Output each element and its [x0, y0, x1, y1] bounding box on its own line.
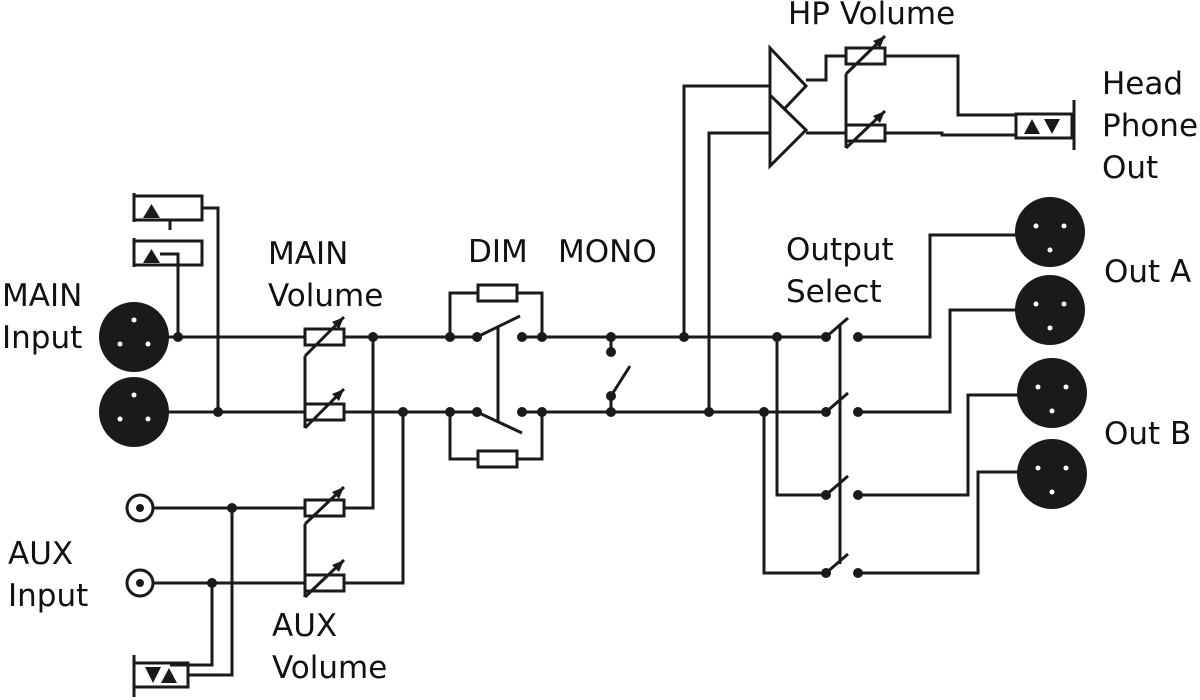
- main-input-jack-socket-1: [132, 193, 204, 230]
- junction-dot: [368, 332, 378, 342]
- aux-input-jack-socket: [132, 655, 190, 697]
- hp-feed-l: [682, 84, 770, 337]
- aux-volume-label-line2: Volume: [272, 650, 387, 686]
- main-input-label-line1: MAIN: [2, 278, 82, 314]
- junction-dot: [207, 578, 217, 588]
- junction-dot: [821, 332, 831, 342]
- aux-l-sum: [344, 337, 375, 510]
- aux-jack-wire-1: [188, 508, 234, 677]
- out-a-r-wire: [858, 308, 1018, 414]
- main-volume-label-line1: MAIN: [268, 236, 348, 272]
- mono-label: MONO: [558, 234, 657, 270]
- junction-dot: [537, 407, 547, 417]
- hp-out-r-wire: [885, 131, 1016, 137]
- junction-dot: [606, 391, 616, 401]
- hp-volume-label: HP Volume: [788, 0, 955, 32]
- main-volume-pot-l: [303, 315, 346, 358]
- out-b-label: Out B: [1104, 416, 1191, 452]
- junction-dot: [445, 407, 455, 417]
- headphone-out-label-line1: Head: [1102, 66, 1183, 102]
- main-input-label-line2: Input: [2, 320, 82, 356]
- dim-label: DIM: [468, 234, 528, 270]
- out-b-l-wire: [858, 393, 1018, 497]
- hp-volume-pot-l: [844, 34, 887, 76]
- aux-r-sum: [344, 412, 405, 585]
- junction-dot: [227, 503, 237, 513]
- junction-dot: [853, 490, 863, 500]
- junction-dot: [517, 332, 527, 342]
- out-b-xlr-connector-2: [1017, 439, 1087, 509]
- junction-dot: [759, 407, 769, 417]
- out-a-l-wire: [858, 233, 1018, 339]
- output-select-label-line2: Select: [786, 274, 882, 310]
- out-a-xlr-connector-2: [1015, 275, 1085, 345]
- junction-dot: [821, 568, 831, 578]
- junction-dot: [853, 332, 863, 342]
- junction-dot: [853, 407, 863, 417]
- main-volume-pot-r: [303, 387, 346, 430]
- hp-volume-pot-r: [844, 109, 887, 150]
- headphone-out-label-line2: Phone: [1102, 108, 1198, 144]
- junction-dot: [853, 568, 863, 578]
- junction-dot: [517, 407, 527, 417]
- junction-dot: [445, 332, 455, 342]
- junction-dot: [213, 407, 223, 417]
- output-select-label-line1: Output: [786, 232, 894, 268]
- junction-dot: [704, 407, 714, 417]
- junction-dot: [537, 332, 547, 342]
- headphone-out-label-line3: Out: [1102, 150, 1158, 186]
- aux-volume-pot-l: [303, 485, 346, 526]
- hp-amplifier-r: [768, 91, 809, 170]
- dim-section: [448, 283, 544, 469]
- out-b-feed-l: [775, 337, 826, 497]
- aux-input-rca-connector-1: [125, 493, 155, 523]
- main-volume-label-line2: Volume: [268, 278, 383, 314]
- aux-jack-wire-2: [170, 583, 214, 667]
- out-b-feed-r: [762, 412, 826, 575]
- aux-volume-label-line1: AUX: [272, 608, 337, 644]
- out-b-xlr-connector-1: [1017, 358, 1087, 428]
- main-jack-2-wire: [160, 252, 180, 337]
- aux-input-rca-connector-2: [125, 568, 155, 598]
- junction-dot: [472, 332, 482, 342]
- junction-dot: [679, 332, 689, 342]
- junction-dot: [472, 407, 482, 417]
- junction-dot: [398, 407, 408, 417]
- main-input-xlr-connector-1: [99, 302, 169, 372]
- junction-dot: [821, 407, 831, 417]
- hp-feed-r: [707, 131, 770, 412]
- junction-dot: [606, 347, 616, 357]
- hp-out-l-wire: [885, 54, 1016, 117]
- junction-dot: [821, 490, 831, 500]
- junction-dot: [606, 332, 616, 342]
- junction-dot: [606, 407, 616, 417]
- main-jack-1-wire: [202, 206, 220, 412]
- headphone-jack-socket: [1014, 100, 1076, 150]
- out-a-xlr-connector-1: [1015, 197, 1085, 267]
- aux-input-label-line1: AUX: [8, 536, 73, 572]
- aux-input-label-line2: Input: [8, 578, 88, 614]
- out-a-label: Out A: [1104, 254, 1191, 290]
- junction-dot: [772, 332, 782, 342]
- junction-dots: [173, 332, 863, 588]
- out-b-r-wire: [858, 470, 1018, 575]
- hp-amp-l-out: [806, 54, 846, 82]
- main-input-xlr-connector-2: [99, 377, 169, 447]
- junction-dot: [173, 332, 183, 342]
- aux-volume-pot-r: [303, 558, 346, 599]
